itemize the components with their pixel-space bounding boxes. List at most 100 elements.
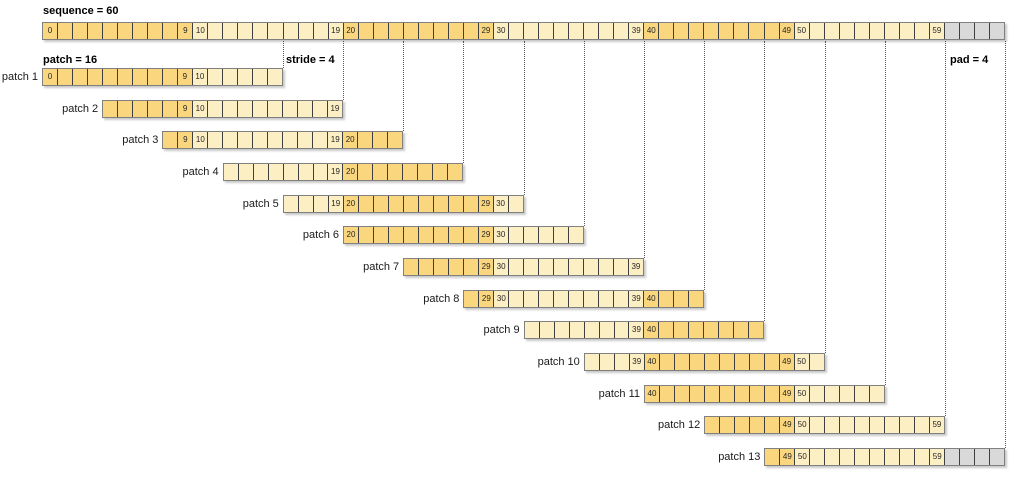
patch-bar-12-cell-46 [735, 417, 751, 433]
patch-bar-12-cell-47 [750, 417, 766, 433]
patch-bar-10-cell-51 [809, 354, 824, 370]
sequence-bar-cell-44 [704, 23, 720, 39]
patch-bar-12-cell-54 [855, 417, 871, 433]
patch-bar-6-cell-20: 20 [344, 227, 359, 243]
patch-bar-3-cell-16 [283, 132, 299, 148]
patch-label-6: patch 6 [302, 229, 339, 241]
stride-dotted-line-12 [945, 41, 946, 416]
patch-bar-1-cell-8 [162, 69, 178, 85]
patch-bar-6-cell-31 [508, 227, 524, 243]
patch-bar-1-cell-13 [237, 69, 253, 85]
patch-bar-12-cell-56 [885, 417, 900, 433]
patch-bar-5-cell-18 [313, 196, 329, 212]
patch-bar-10-cell-49: 49 [779, 354, 795, 370]
patch-bar-5-cell-20: 20 [343, 196, 359, 212]
stride-dotted-line-6 [583, 41, 585, 226]
patch-bar-5-cell-17 [298, 196, 314, 212]
patch-bar-8-cell-37 [599, 291, 615, 307]
patch-bar-2-cell-15 [268, 101, 283, 117]
sequence-bar-cell-7 [148, 23, 164, 39]
patch-label-3: patch 3 [122, 134, 159, 146]
patch-label-1: patch 1 [1, 71, 38, 83]
patch-bar-1-cell-2 [72, 69, 88, 85]
patch-bar-13-cell-50: 50 [795, 449, 811, 465]
patch-bar-11-cell-40: 40 [645, 386, 660, 402]
patch-bar-8-cell-30: 30 [494, 291, 510, 307]
sequence-bar-cell-43 [689, 23, 705, 39]
patch-bar-6-cell-30: 30 [493, 227, 509, 243]
patch-bar-6-cell-35 [568, 227, 583, 243]
patch-bar-4-cell-15 [268, 164, 284, 180]
patch-bar-13-cell-60 [945, 449, 961, 465]
patch-bar-6-cell-33 [538, 227, 554, 243]
patch-bar-6-cell-25 [418, 227, 434, 243]
patch-bar-8-cell-38 [614, 291, 630, 307]
patch-bar-9-cell-39: 39 [629, 322, 645, 338]
patch-bar-5-cell-19: 19 [328, 196, 344, 212]
patch-bar-7-cell-28 [464, 259, 480, 275]
patch-bar-4-cell-16 [283, 164, 299, 180]
patch-bar-2-cell-18 [312, 101, 328, 117]
sequence-bar-cell-49: 49 [779, 23, 795, 39]
patch-label-9: patch 9 [483, 324, 520, 336]
patch-label-10: patch 10 [537, 356, 580, 368]
patch-bar-3-cell-19: 19 [328, 132, 344, 148]
patch-bar-9-cell-37 [599, 322, 615, 338]
patch-bar-4-cell-23 [388, 164, 404, 180]
patch-bar-8-cell-42 [674, 291, 690, 307]
patch-bar-1-cell-14 [252, 69, 268, 85]
sequence-bar-cell-16 [283, 23, 299, 39]
patch-bar-7-cell-39: 39 [628, 259, 643, 275]
sequence-bar-cell-36 [584, 23, 600, 39]
patch-bar-11-cell-55 [869, 386, 884, 402]
patch-bar-9-cell-46 [734, 322, 750, 338]
patch-bar-11-cell-50: 50 [794, 386, 810, 402]
patch-bar-6-cell-28 [463, 227, 479, 243]
sequence-bar-cell-58 [914, 23, 930, 39]
patch-bar-6-cell-26 [433, 227, 449, 243]
patch-bar-5-cell-24 [403, 196, 419, 212]
sequence-bar-cell-23 [388, 23, 404, 39]
patch-bar-1-cell-15 [267, 69, 282, 85]
patch-bar-9-cell-34 [554, 322, 570, 338]
patch-bar-12-cell-55 [870, 417, 885, 433]
sequence-bar-cell-27 [448, 23, 464, 39]
sequence-bar-cell-56 [884, 23, 900, 39]
patch-bar-12-cell-48 [765, 417, 781, 433]
sequence-bar-cell-42 [674, 23, 690, 39]
patch-bar-13-cell-53 [840, 449, 856, 465]
sequence-bar-cell-54 [854, 23, 870, 39]
sequence-bar-cell-4 [103, 23, 119, 39]
patch-bar-13-cell-63 [990, 449, 1005, 465]
patch-bar-12-cell-57 [899, 417, 915, 433]
stride-dotted-line-5 [523, 41, 525, 195]
patch-bar-10-cell-43 [689, 354, 705, 370]
patch-bar-12-cell-52 [825, 417, 841, 433]
sequence-bar-cell-59: 59 [929, 23, 945, 39]
pad-label: pad = 4 [950, 54, 989, 66]
patch-bar-5-cell-16 [283, 196, 299, 212]
patch-bar-11-cell-46 [734, 386, 750, 402]
patch-bar-4-cell-12 [223, 164, 239, 180]
patch-bar-5-cell-29: 29 [478, 196, 494, 212]
patch-bar-9-cell-42 [674, 322, 690, 338]
sequence-bar-cell-37 [599, 23, 615, 39]
sequence-bar-cell-38 [614, 23, 630, 39]
patch-bar-3-cell-22 [373, 132, 389, 148]
patch-label-2: patch 2 [62, 103, 99, 115]
patch-bar-6-cell-34 [553, 227, 569, 243]
patch-bar-1-cell-7 [147, 69, 163, 85]
patch-bar-10-cell-42 [674, 354, 690, 370]
patch-bar-13-cell-51 [810, 449, 826, 465]
sequence-bar-cell-47 [749, 23, 765, 39]
patch-bar-5-cell-30: 30 [493, 196, 509, 212]
patch-bar-13-cell-54 [855, 449, 871, 465]
patch-bar-9-cell-33 [539, 322, 555, 338]
sequence-bar-cell-63 [989, 23, 1004, 39]
patch-bar-1-cell-5 [117, 69, 133, 85]
patch-bar-9-cell-44 [704, 322, 720, 338]
patch-bar-7-cell-33 [539, 259, 555, 275]
